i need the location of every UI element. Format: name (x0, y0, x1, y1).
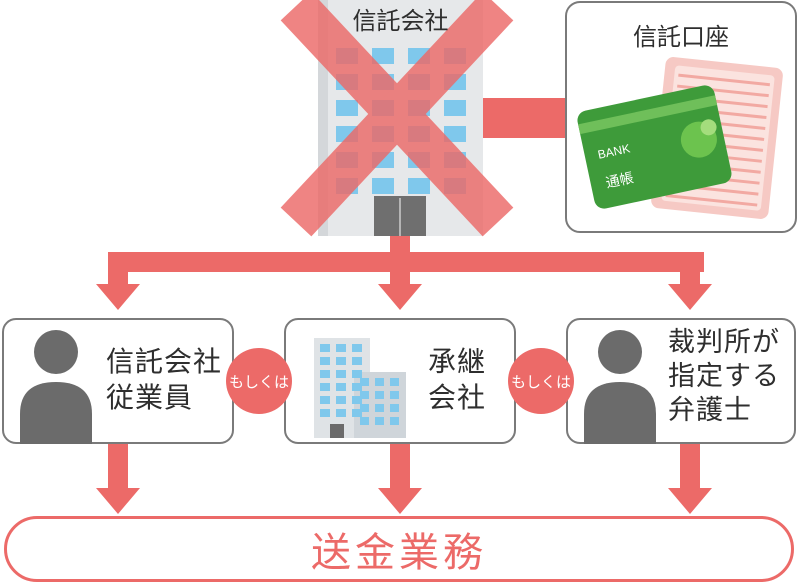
result-arrows (96, 444, 712, 514)
passbook-stripe (665, 193, 758, 207)
connector-badge: もしくは (508, 348, 574, 414)
distribution-arrows (96, 236, 712, 310)
connector-badge: もしくは (226, 348, 292, 414)
card-book-label: 通帳 (604, 170, 635, 191)
passbook-stripe (678, 73, 771, 87)
card-bank-label: BANK (596, 141, 631, 161)
building-window (372, 48, 394, 64)
option-label-successor: 承継 会社 (428, 345, 487, 414)
cross-out-x-icon (280, 0, 514, 237)
option-label-lawyer: 裁判所が 指定する 弁護士 (668, 327, 780, 426)
building-window (444, 100, 466, 116)
trust-company-label: 信託会社 (352, 7, 449, 35)
trust-account-label: 信託口座 (633, 23, 729, 51)
building-window (444, 126, 466, 142)
result-service: 送金業務 (4, 516, 794, 582)
building-window (372, 178, 394, 194)
option-label-employee: 信託会社 従業員 (106, 345, 223, 414)
account-link-bar (478, 98, 570, 138)
building-window (336, 100, 358, 116)
building-window (408, 178, 430, 194)
bank-card-icon: BANK 通帳 (577, 85, 732, 209)
